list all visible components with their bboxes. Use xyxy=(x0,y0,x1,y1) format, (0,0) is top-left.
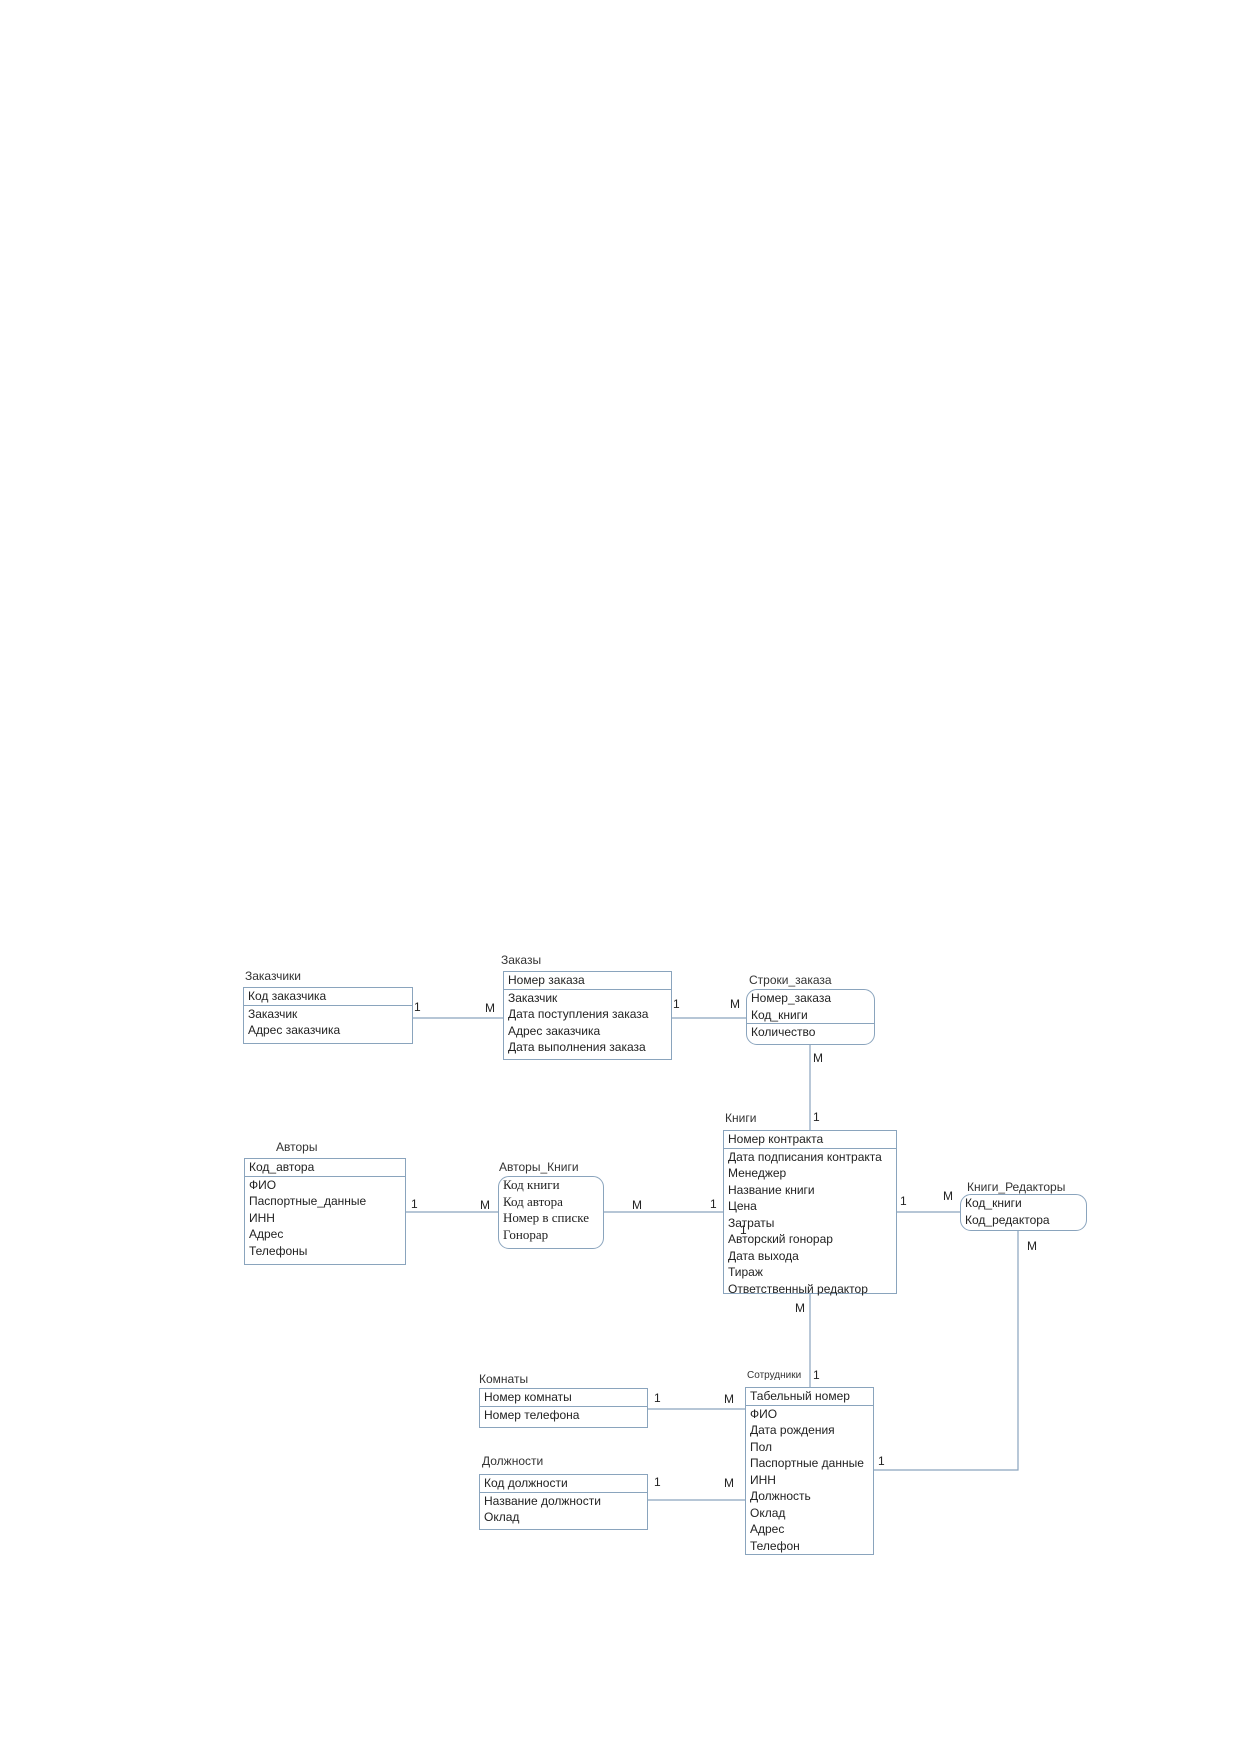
attribute: ИНН xyxy=(750,1472,776,1487)
attribute: Номер в списке xyxy=(503,1210,589,1225)
cardinality-label: 1 xyxy=(813,1368,820,1382)
attribute: Количество xyxy=(751,1025,816,1039)
attribute: Заказчик xyxy=(248,1006,298,1021)
attribute: Телефоны xyxy=(249,1243,308,1258)
attribute: Пол xyxy=(750,1439,773,1454)
cardinality-label: M xyxy=(943,1189,953,1203)
attribute: Авторский гонорар xyxy=(728,1232,833,1246)
entity-title-knigi-redaktory: Книги_Редакторы xyxy=(967,1180,1066,1194)
attribute: Телефон xyxy=(750,1538,800,1553)
entity-title-komnaty: Комнаты xyxy=(479,1372,529,1386)
cardinality-label: M xyxy=(1027,1239,1037,1253)
key-attribute: Номер заказа xyxy=(504,972,671,990)
attribute: Дата поступления заказа xyxy=(508,1007,649,1021)
attribute: Дата подписания контракта xyxy=(728,1149,882,1164)
attribute: Дата рождения xyxy=(750,1423,835,1437)
attribute: ФИО xyxy=(750,1406,778,1421)
cardinality-label: 1 xyxy=(414,1000,421,1014)
entity-title-stroki: Строки_заказа xyxy=(749,973,832,987)
key-attribute: Табельный номер xyxy=(746,1388,873,1406)
key-attribute: Код_книги xyxy=(747,1007,874,1024)
key-attribute: Номер_заказа xyxy=(751,991,832,1005)
key-attribute: Код заказчика xyxy=(244,988,412,1006)
attribute: Дата выполнения заказа xyxy=(508,1040,646,1054)
cardinality-label: 1 xyxy=(813,1110,820,1124)
cardinality-label: M xyxy=(724,1392,734,1406)
attribute: Адрес xyxy=(750,1522,785,1536)
key-attribute: Код должности xyxy=(480,1475,647,1493)
entity-title-zakazchiki: Заказчики xyxy=(245,969,301,983)
cardinality-label: 1 xyxy=(673,997,680,1011)
cardinality-label: M xyxy=(730,997,740,1011)
attribute: ФИО xyxy=(249,1177,277,1192)
entity-title-avtory: Авторы xyxy=(276,1140,318,1154)
attribute: Название должности xyxy=(484,1493,601,1508)
cardinality-label: M xyxy=(485,1001,495,1015)
attribute: Тираж xyxy=(728,1265,763,1279)
entity-title-knigi: Книги xyxy=(725,1111,757,1125)
cardinality-label: 1 xyxy=(654,1391,661,1405)
cardinality-label: M xyxy=(480,1198,490,1212)
attribute: Должность xyxy=(750,1489,811,1503)
attribute: Код_книги xyxy=(965,1196,1022,1210)
cardinality-label: 1 xyxy=(878,1454,885,1468)
attribute: Оклад xyxy=(484,1510,520,1524)
cardinality-label: 1 xyxy=(740,1223,747,1237)
attribute: Адрес xyxy=(249,1227,284,1241)
cardinality-label: M xyxy=(813,1051,823,1065)
attribute: Дата выхода xyxy=(728,1248,799,1263)
entity-title-zakazy: Заказы xyxy=(501,953,542,967)
attribute: Код книги xyxy=(503,1177,560,1192)
attribute: ИНН xyxy=(249,1210,275,1225)
attribute: Оклад xyxy=(750,1505,786,1520)
attribute: Название книги xyxy=(728,1182,815,1197)
rel-sotrudniki-redaktory xyxy=(874,1231,1019,1471)
entity-title-avtory-knigi: Авторы_Книги xyxy=(499,1160,579,1174)
attribute: Номер телефона xyxy=(484,1407,580,1422)
attribute: Гонорар xyxy=(503,1226,549,1242)
attribute: Затраты xyxy=(728,1215,775,1230)
cardinality-label: M xyxy=(724,1476,734,1490)
cardinality-label: 1 xyxy=(411,1197,418,1211)
attribute: Цена xyxy=(728,1199,757,1213)
cardinality-label: 1 xyxy=(654,1475,661,1489)
attribute: Адрес заказчика xyxy=(508,1023,601,1038)
attribute: Ответственный редактор xyxy=(728,1281,868,1296)
key-attribute: Номер контракта xyxy=(724,1131,896,1149)
cardinality-label: M xyxy=(632,1198,642,1212)
attribute: Менеджер xyxy=(728,1166,787,1180)
key-attribute: Номер комнаты xyxy=(480,1389,647,1407)
cardinality-label: M xyxy=(795,1301,805,1315)
attribute: Паспортные данные xyxy=(750,1456,864,1470)
attribute: Паспортные_данные xyxy=(249,1194,367,1208)
entity-title-sotrudniki: Сотрудники xyxy=(747,1370,802,1381)
attribute: Код автора xyxy=(503,1193,563,1209)
entity-title-dolzhnosti: Должности xyxy=(482,1454,544,1468)
key-attribute: Код_автора xyxy=(245,1159,405,1177)
cardinality-label: 1 xyxy=(710,1197,717,1211)
cardinality-label: 1 xyxy=(900,1194,907,1208)
attribute: Заказчик xyxy=(508,990,558,1005)
attribute: Адрес заказчика xyxy=(248,1023,341,1037)
attribute: Код_редактора xyxy=(965,1212,1050,1227)
